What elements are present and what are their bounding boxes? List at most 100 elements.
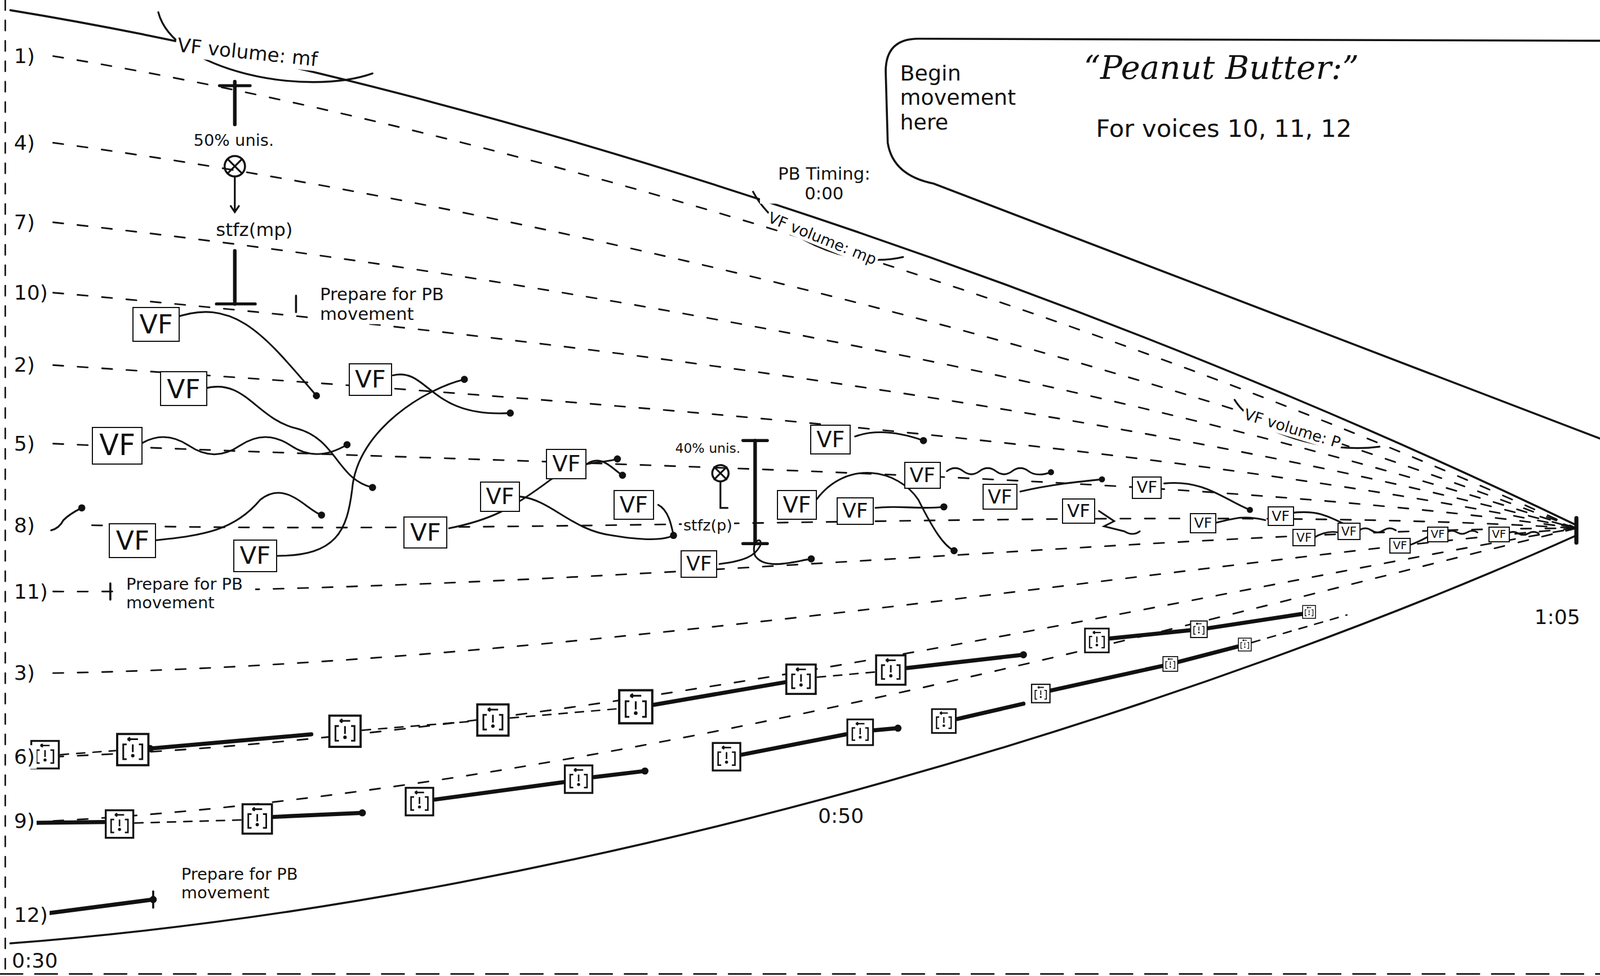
vf-box: VF (1427, 526, 1449, 544)
action-box (786, 664, 816, 695)
action-box (1302, 605, 1316, 619)
vf-text: VF (1193, 514, 1212, 532)
end-dot (343, 441, 351, 449)
vf-gesture (1163, 482, 1250, 510)
score-label: stfz(p) (681, 516, 735, 535)
vf-text: VF (1271, 507, 1290, 525)
vf-text: VF (987, 485, 1012, 509)
action-box (1238, 638, 1252, 652)
voice-line (817, 672, 875, 678)
score-label: 50% unis. (192, 131, 277, 150)
vf-gesture (875, 507, 944, 509)
voice-number: 5) (12, 432, 37, 456)
staff-line (52, 56, 1577, 529)
vf-box: VF (1337, 522, 1361, 541)
vf-gesture (587, 460, 623, 476)
vf-gesture (449, 459, 618, 529)
vf-gesture (658, 504, 674, 536)
score-label: 1:05 (1532, 605, 1582, 630)
vf-box: VF (108, 523, 157, 559)
end-dot (614, 455, 622, 464)
voice-line (149, 734, 311, 749)
voice-line (741, 734, 847, 755)
vf-text: VF (1430, 527, 1445, 541)
region-note: For voices 10, 11, 12 (1095, 114, 1352, 143)
action-box (1085, 628, 1109, 653)
vf-box: VF (836, 497, 874, 526)
vf-box: VF (348, 363, 393, 397)
action-box (242, 804, 273, 834)
score-label: Prepare for PB movement (318, 283, 455, 324)
action-box (477, 704, 509, 736)
vf-text: VF (99, 428, 136, 462)
vf-box: VF (132, 307, 180, 342)
end-dot (358, 809, 367, 817)
action-box (876, 655, 906, 686)
bar-cap (216, 85, 256, 305)
vf-gesture (719, 540, 812, 564)
vf-text: VF (166, 373, 200, 405)
movement-region: Begin movement here “Peanut Butter:” For v… (889, 42, 1594, 176)
score-label: Prepare for PB movement (124, 575, 256, 613)
score-label: VF volume: P (1240, 405, 1345, 453)
vf-gesture (277, 379, 465, 557)
funnel-boundary (10, 10, 1577, 526)
vf-text: VF (116, 525, 150, 557)
vf-box: VF (1292, 529, 1316, 547)
action-box (1190, 621, 1207, 638)
vf-box: VF (1267, 506, 1295, 527)
vf-text: VF (816, 426, 845, 453)
voice-line (957, 703, 1024, 719)
vf-text: VF (1067, 500, 1091, 522)
end-dot (669, 531, 678, 540)
region-note: Begin movement here (899, 61, 1028, 136)
vf-gesture (392, 374, 510, 414)
staff-line (52, 222, 1577, 529)
vf-box: VF (545, 449, 587, 479)
vf-box: VF (1389, 538, 1411, 555)
voice-number: 4) (12, 131, 37, 155)
vf-text: VF (239, 541, 271, 570)
end-dot (940, 503, 948, 511)
vf-box: VF (1488, 526, 1510, 544)
vf-box: VF (680, 550, 718, 579)
end-dot (312, 392, 320, 400)
score-label: PB Timing: 0:00 (760, 163, 888, 204)
vf-gesture (1358, 528, 1396, 533)
voice-line (273, 812, 363, 817)
staff-line (52, 528, 1577, 758)
action-box (329, 716, 361, 748)
staff-line (52, 528, 1577, 674)
voice-line (907, 655, 1024, 669)
end-dot (1047, 469, 1055, 476)
voice-number: 10) (12, 281, 50, 305)
voice-number: 2) (12, 353, 37, 378)
vf-gesture (1099, 510, 1140, 535)
vf-gesture (153, 492, 322, 541)
score-label: 0:30 (10, 949, 60, 973)
vf-text: VF (1392, 539, 1407, 553)
action-box (117, 734, 149, 766)
voice-number: 3) (12, 661, 37, 686)
voice-line (434, 782, 564, 800)
end-dot (1019, 651, 1028, 659)
end-dot (149, 896, 158, 904)
action-box (931, 709, 956, 733)
end-dot (807, 555, 816, 563)
piece-title: “Peanut Butter:” (1083, 49, 1360, 87)
action-box (1031, 684, 1051, 704)
action-box (847, 719, 874, 746)
vf-text: VF (139, 308, 173, 340)
score-label: Prepare for PB movement (179, 864, 311, 903)
vf-gesture (1214, 517, 1266, 524)
voice-number: 11) (12, 580, 50, 604)
end-dot (619, 472, 627, 480)
vf-text: VF (1136, 477, 1158, 497)
vf-text: VF (842, 498, 869, 523)
staff-line (52, 143, 1577, 530)
vf-box: VF (160, 371, 208, 407)
vf-gesture (855, 432, 924, 442)
end-dot (894, 725, 902, 733)
end-dot (78, 504, 86, 512)
